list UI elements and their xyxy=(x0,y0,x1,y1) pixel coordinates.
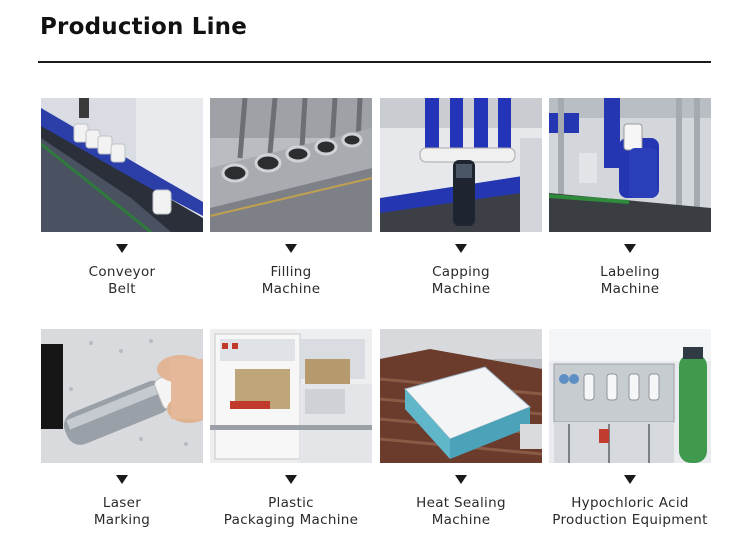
step-label: Filling Machine xyxy=(190,264,392,298)
down-triangle-icon xyxy=(624,475,636,484)
page-title: Production Line xyxy=(40,14,248,40)
step-label-line2: Packaging Machine xyxy=(223,512,359,528)
down-triangle-icon xyxy=(624,244,636,253)
step-label: Capping Machine xyxy=(360,264,562,298)
conveyor-belt-photo xyxy=(41,98,203,232)
plastic-packaging-photo xyxy=(210,329,372,463)
step-label-line2: Machine xyxy=(431,281,491,297)
down-triangle-icon xyxy=(285,475,297,484)
laser-marking-photo xyxy=(41,329,203,463)
step-label: Labeling Machine xyxy=(529,264,731,298)
step-label-line2: Machine xyxy=(600,281,660,297)
step-label: Plastic Packaging Machine xyxy=(190,495,392,529)
step-label-line2: Marking xyxy=(93,512,151,528)
step-label-line1: Laser xyxy=(102,495,142,511)
down-triangle-icon xyxy=(455,475,467,484)
step-label-line1: Hypochloric Acid xyxy=(571,495,689,511)
step-label-line1: Heat Sealing xyxy=(416,495,506,511)
capping-machine-photo xyxy=(380,98,542,232)
hypochloric-acid-equipment-photo xyxy=(549,329,711,463)
step-label-line1: Labeling xyxy=(600,264,660,280)
down-triangle-icon xyxy=(455,244,467,253)
filling-machine-photo xyxy=(210,98,372,232)
step-label: Laser Marking xyxy=(21,495,223,529)
heat-sealing-photo xyxy=(380,329,542,463)
labeling-machine-photo xyxy=(549,98,711,232)
down-triangle-icon xyxy=(116,475,128,484)
step-label: Heat Sealing Machine xyxy=(360,495,562,529)
step-label-line1: Capping xyxy=(432,264,490,280)
step-label-line2: Machine xyxy=(261,281,321,297)
step-label-line1: Plastic xyxy=(268,495,314,511)
step-label: Hypochloric Acid Production Equipment xyxy=(529,495,731,529)
step-label: Conveyor Belt xyxy=(21,264,223,298)
step-label-line1: Filling xyxy=(270,264,312,280)
step-label-line2: Production Equipment xyxy=(552,512,708,528)
step-label-line1: Conveyor xyxy=(88,264,156,280)
step-label-line2: Belt xyxy=(108,281,136,297)
step-label-line2: Machine xyxy=(431,512,491,528)
down-triangle-icon xyxy=(116,244,128,253)
title-divider xyxy=(38,61,711,63)
down-triangle-icon xyxy=(285,244,297,253)
